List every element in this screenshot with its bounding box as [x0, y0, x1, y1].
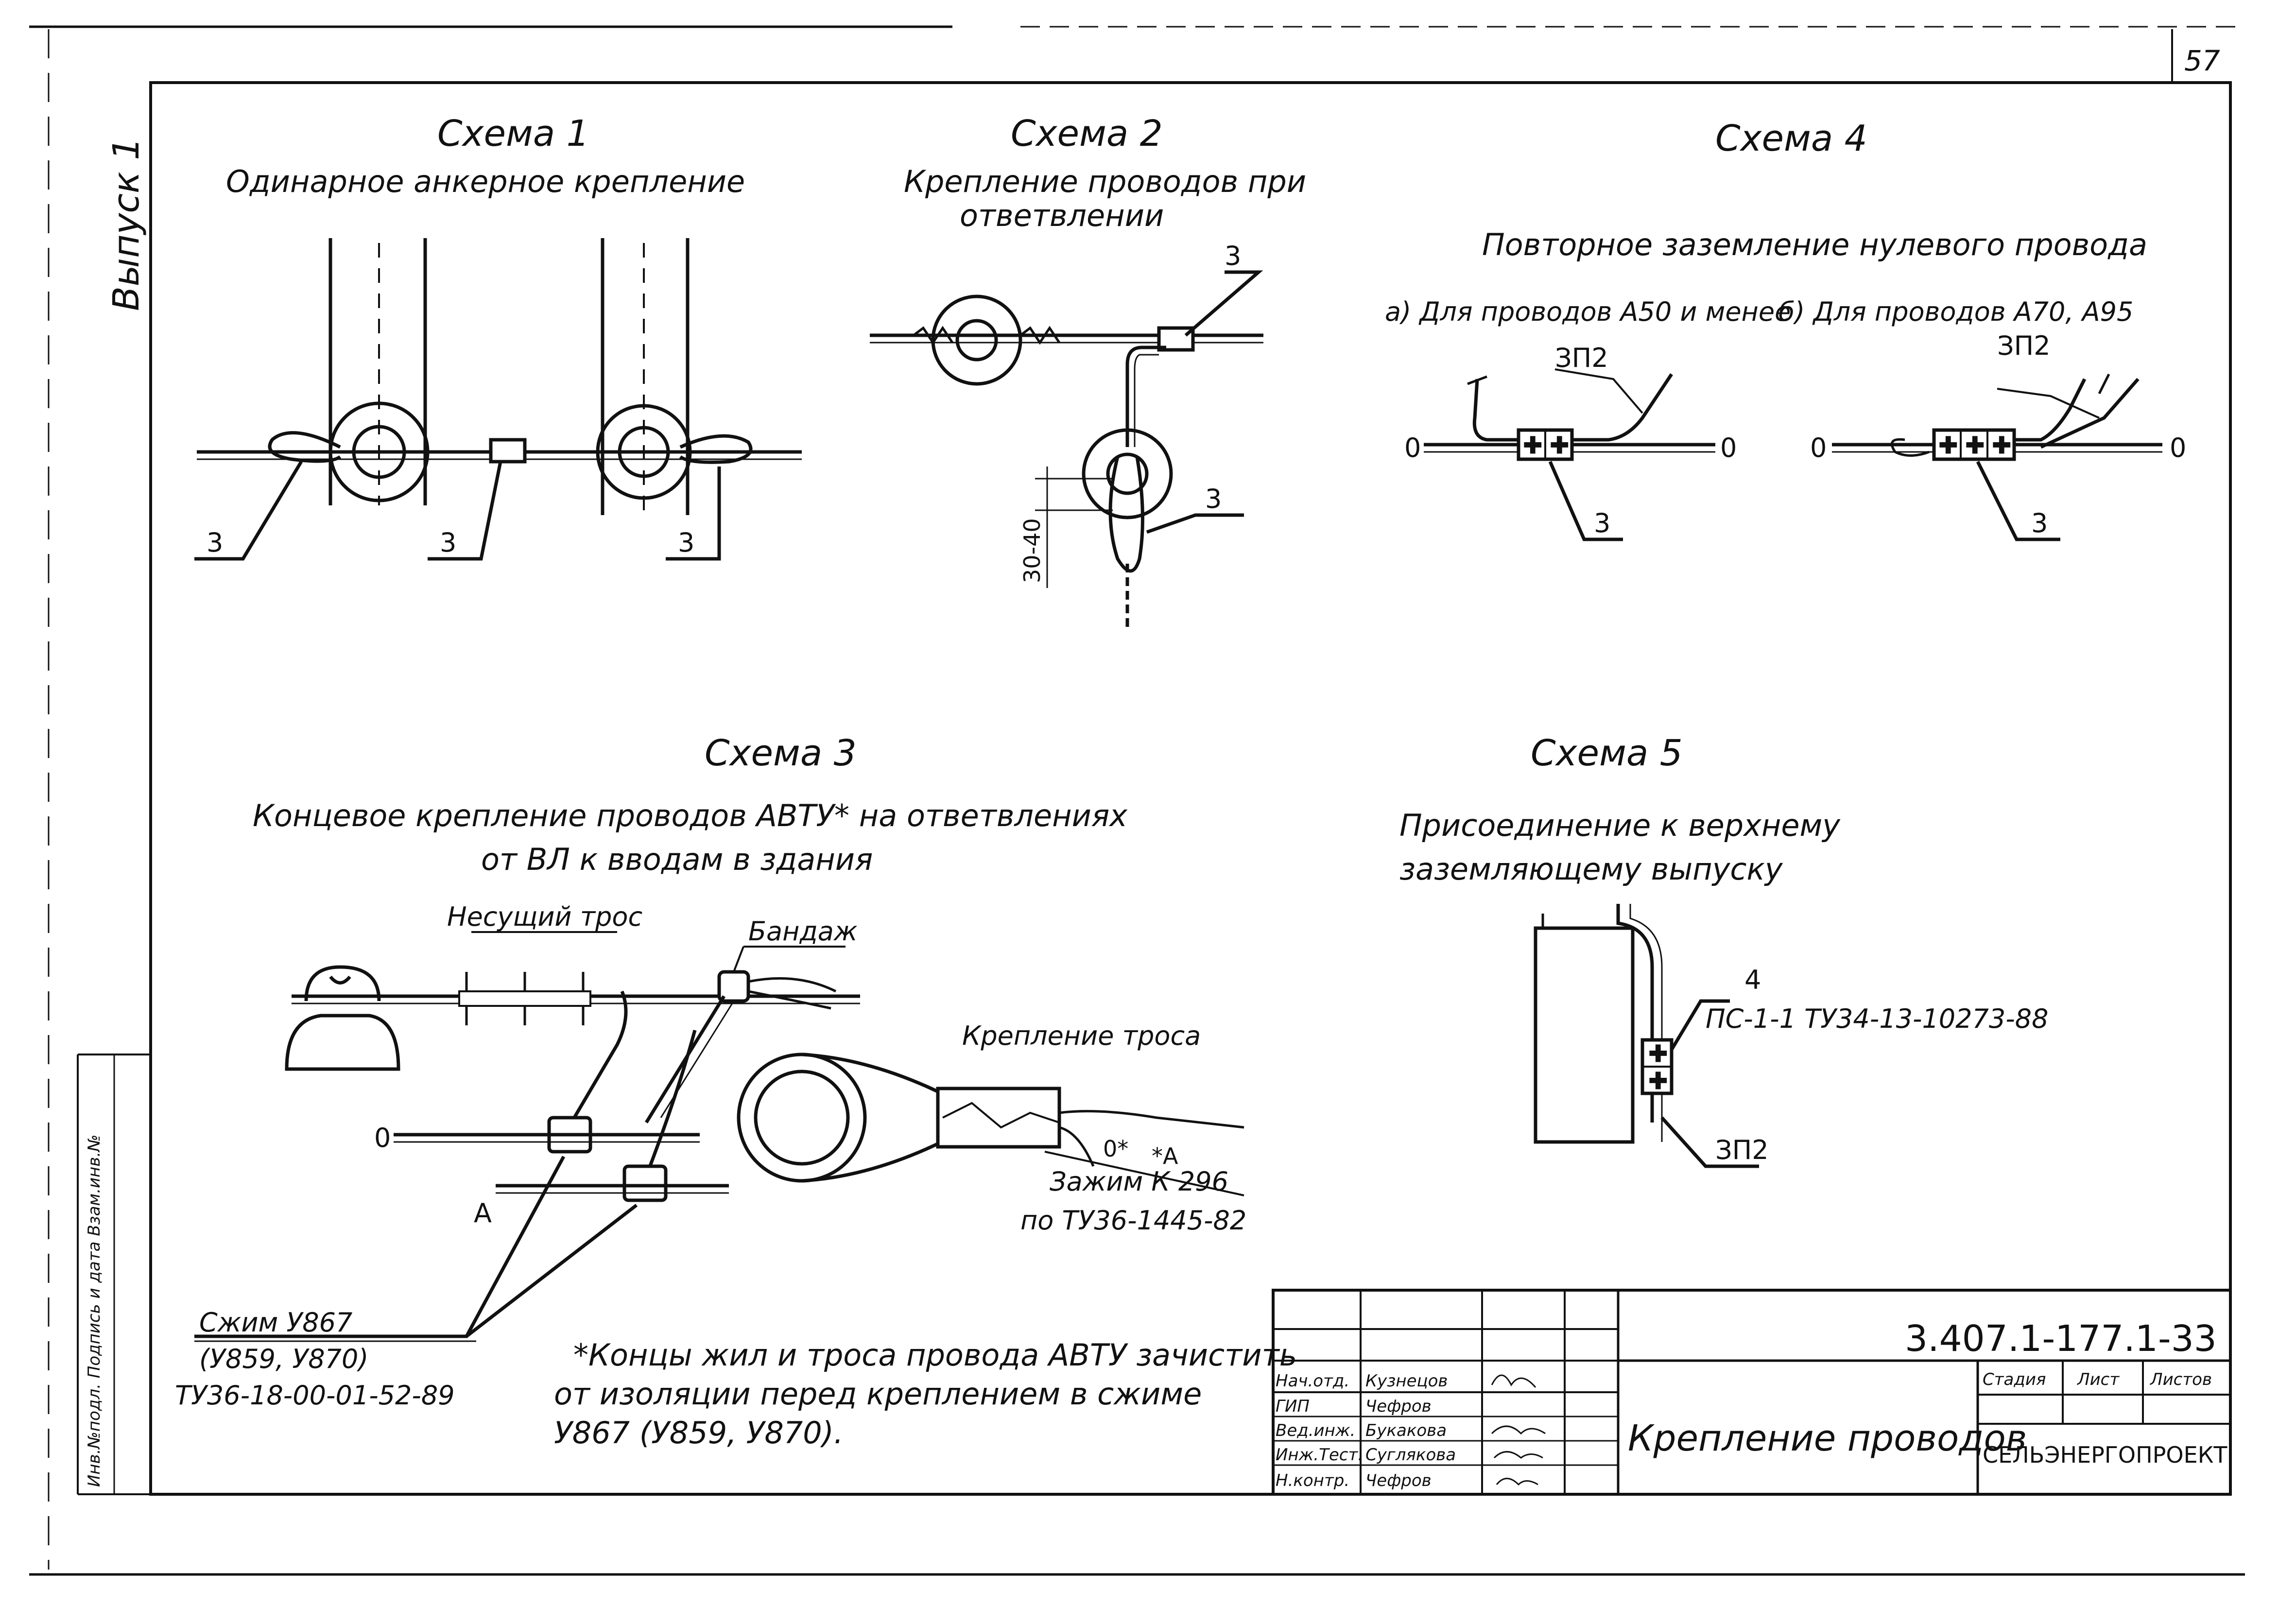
scheme-4a-callout: 3: [1594, 508, 1610, 538]
sheet-frame: [29, 25, 2245, 1576]
scheme-2-drawing: [870, 270, 1263, 627]
scheme-3-cable-label: Несущий трос: [447, 901, 642, 932]
scheme-3-subtitle-line1: Концевое крепление проводов АВТУ* на отв…: [253, 798, 1128, 833]
stage-header: Стадия: [1983, 1370, 2046, 1389]
scheme-4b-zero-left: 0: [1810, 432, 1827, 463]
scheme-2-callout-bottom: 3: [1205, 484, 1222, 514]
footnote-line3: У867 (У859, У870).: [554, 1415, 844, 1451]
role-4: Инж.Тест.: [1276, 1445, 1363, 1465]
scheme-2-callout-top: 3: [1225, 241, 1241, 271]
scheme-1-callout-right: 3: [678, 527, 694, 558]
scheme-4-variant-b: б) Для проводов А70, А95: [1778, 296, 2133, 327]
scheme-1-subtitle: Одинарное анкерное крепление: [226, 164, 745, 199]
role-3: Вед.инж.: [1276, 1421, 1355, 1440]
scheme-1-drawing: [194, 238, 802, 561]
scheme-1-title: Схема 1: [437, 113, 589, 155]
scheme-1-callout-left: 3: [207, 527, 223, 558]
side-stamp: Инв.№подл. Подпись и дата Взам.инв.№: [85, 1135, 104, 1487]
scheme-2-title: Схема 2: [1011, 113, 1163, 155]
scheme-3-subtitle-line2: от ВЛ к вводам в здания: [481, 842, 873, 877]
scheme-4-variant-a: а) Для проводов А50 и менее: [1385, 296, 1791, 327]
scheme-3-mark-a-small: *А: [1152, 1143, 1178, 1169]
name-2: Чефров: [1365, 1397, 1432, 1416]
scheme-2-subtitle-line2: ответвлении: [960, 198, 1164, 233]
sheet-number: 57: [2184, 44, 2220, 77]
name-4: Суглякова: [1365, 1445, 1456, 1465]
svg-text:+: +: [1939, 431, 1958, 457]
scheme-4b-wire-label: ЗП2: [1997, 330, 2051, 361]
scheme-3-mark-zero-small: 0*: [1103, 1136, 1128, 1162]
scheme-3-clamp-line1: Зажим К 296: [1050, 1166, 1228, 1197]
sheet-header: Лист: [2076, 1370, 2120, 1389]
scheme-1: Схема 1 Одинарное анкерное крепление: [194, 113, 802, 561]
role-2: ГИП: [1276, 1397, 1310, 1416]
scheme-1-callout-middle: 3: [440, 527, 456, 558]
scheme-3-clamp-line2: по ТУ36-1445-82: [1020, 1205, 1246, 1236]
scheme-3-clamp2-line1: Сжим У867: [199, 1307, 352, 1338]
scheme-3-bandage-label: Бандаж: [748, 916, 858, 947]
scheme-4-subtitle: Повторное заземление нулевого провода: [1482, 227, 2147, 262]
scheme-4b-callout: 3: [2031, 508, 2048, 538]
scheme-3-drawing: [194, 931, 1244, 1342]
name-1: Кузнецов: [1365, 1371, 1448, 1391]
scheme-5-drawing: + +: [1534, 904, 1759, 1168]
footnote: *Концы жил и троса провода АВТУ зачистит…: [554, 1337, 1297, 1451]
role-1: Нач.отд.: [1276, 1371, 1349, 1391]
title-block: 3.407.1-177.1-33 Крепление проводов СЕЛЬ…: [1272, 1289, 2232, 1496]
svg-text:+: +: [1550, 431, 1569, 457]
scheme-5-subtitle-line1: Присоединение к верхнему: [1399, 808, 1841, 843]
scheme-5-subtitle-line2: заземляющему выпуску: [1399, 851, 1783, 887]
scheme-4a-zero-right: 0: [1720, 432, 1737, 463]
scheme-4-title: Схема 4: [1715, 118, 1867, 159]
scheme-5-wire-label: ЗП2: [1715, 1135, 1769, 1165]
scheme-2-dimension: 30-40: [1019, 518, 1045, 583]
organization: СЕЛЬЭНЕРГОПРОЕКТ: [1983, 1442, 2227, 1468]
scheme-5: Схема 5 Присоединение к верхнему заземля…: [1399, 732, 2048, 1168]
doc-title: Крепление проводов: [1628, 1417, 2027, 1459]
name-5: Чефров: [1365, 1471, 1432, 1490]
scheme-3-mark-a: А: [474, 1198, 492, 1228]
scheme-4b-zero-right: 0: [2170, 432, 2186, 463]
scheme-4a-zero-left: 0: [1404, 432, 1421, 463]
footnote-line1: *Концы жил и троса провода АВТУ зачистит…: [573, 1337, 1297, 1373]
footnote-line2: от изоляции перед креплением в сжиме: [554, 1376, 1202, 1412]
side-label: Выпуск 1: [105, 138, 147, 311]
scheme-3-title: Схема 3: [705, 732, 857, 774]
svg-text:+: +: [1523, 431, 1542, 457]
scheme-3-clamp2-line3: ТУ36-18-00-01-52-89: [175, 1380, 455, 1411]
sheets-header: Листов: [2149, 1370, 2212, 1389]
scheme-4a-drawing: + +: [1424, 368, 1715, 541]
scheme-5-connector-spec: ПС-1-1 ТУ34-13-10273-88: [1706, 1003, 2048, 1034]
name-3: Букакова: [1365, 1421, 1447, 1440]
svg-text:+: +: [1966, 431, 1985, 457]
scheme-3-mark-zero: 0: [374, 1123, 391, 1153]
scheme-3-rope-fastening-label: Крепление троса: [962, 1020, 1201, 1051]
svg-text:+: +: [1992, 431, 2011, 457]
svg-text:+: +: [1649, 1067, 1668, 1093]
scheme-3: Схема 3 Концевое крепление проводов АВТУ…: [175, 732, 1246, 1411]
svg-text:+: +: [1649, 1039, 1668, 1066]
scheme-2: Схема 2 Крепление проводов при ответвлен…: [870, 113, 1306, 627]
signatures: [1491, 1374, 1546, 1486]
doc-code: 3.407.1-177.1-33: [1905, 1318, 2217, 1360]
scheme-5-title: Схема 5: [1531, 732, 1683, 774]
scheme-4b-drawing: + + +: [1832, 373, 2162, 541]
scheme-4a-wire-label: ЗП2: [1555, 343, 1608, 373]
scheme-2-subtitle-line1: Крепление проводов при: [904, 164, 1306, 199]
scheme-4: Схема 4 Повторное заземление нулевого пр…: [1385, 118, 2186, 541]
role-5: Н.контр.: [1276, 1471, 1349, 1490]
scheme-5-callout: 4: [1744, 965, 1761, 995]
scheme-3-clamp2-line2: (У859, У870): [199, 1344, 368, 1374]
